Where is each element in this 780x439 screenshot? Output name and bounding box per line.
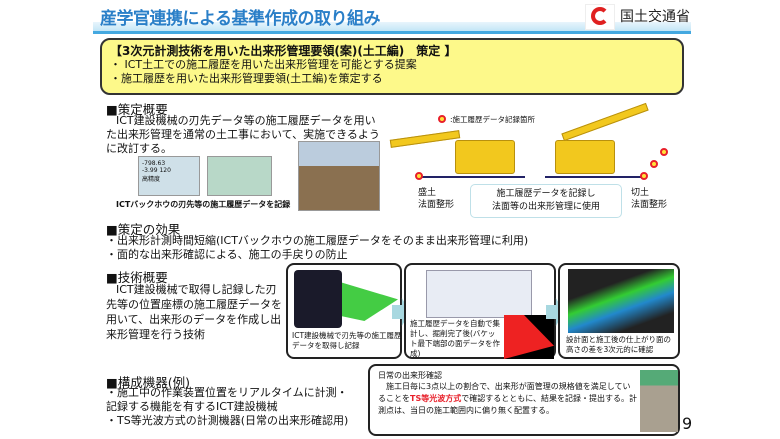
- record-point-icon: [640, 172, 648, 180]
- effects-heading: ■策定の効果: [106, 222, 181, 237]
- title-band: [93, 22, 691, 32]
- daily-check-text: で確認するとともに、結果を記録・提出する。計測点は、当日の施工範囲内に偏り無く配…: [378, 394, 637, 415]
- bucket-screen-photo: [207, 156, 272, 196]
- ministry-name: 国土交通省: [620, 9, 690, 25]
- record-point-icon: [438, 115, 446, 123]
- equipment-heading: ■構成機器(例): [106, 375, 191, 390]
- page-title: 産学官連携による基準作成の取り組み: [100, 9, 381, 29]
- effects-item: ・出来形計測時間短縮(ICTバックホウの施工履歴データをそのまま出来形管理に利用…: [106, 234, 529, 247]
- effects-item: ・面的な出来形確認による、施工の手戻りの防止: [106, 248, 348, 261]
- control-screen-photo: -798.63-3.99 120 高精度: [138, 156, 200, 196]
- daily-check-text: 施工日毎に3点以上の割合で、出来形が面管理の規格値を満足していることを: [378, 382, 631, 403]
- diagram-legend: :施工履歴データ記録箇所: [450, 115, 536, 124]
- excavator-right-illustration: [555, 140, 615, 174]
- daily-check-panel: 日常の出来形確認 施工日毎に3点以上の割合で、出来形が面管理の規格値を満足してい…: [368, 364, 680, 436]
- monitor-photo: [294, 270, 342, 328]
- diagram-note: 施工履歴データを記録し 法面等の出来形管理に使用: [470, 184, 622, 218]
- equipment-item: ・TS等光波方式の計測機器(日常の出来形確認用): [106, 414, 349, 427]
- step-panel-1: ICT建設機械で刃先等の施工履歴データを取得し記録: [286, 263, 402, 359]
- overview-body: ICT建設機械の刃先データ等の施工履歴データを用いた出来形管理を通常の土工事にお…: [106, 114, 380, 155]
- slope-photo: [298, 141, 380, 211]
- 3d-comparison-view: [568, 269, 674, 333]
- summary-item: ・ ICT土工での施工履歴を用いた出来形管理を可能とする提案: [110, 58, 417, 71]
- ground-line: [420, 176, 525, 178]
- equipment-item: ・施工中の作業装置位置をリアルタイムに計測・記録する機能を有するICT建設機械: [106, 386, 348, 413]
- surveyor-photo: [640, 370, 678, 432]
- record-point-icon: [650, 160, 658, 168]
- i-construction-logo: [585, 4, 615, 30]
- screen-value: -798.63: [142, 160, 166, 167]
- excavator-arm: [561, 102, 649, 142]
- step-caption: 施工履歴データを自動で集計し、掘削完了後(バケット最下端部の面データを作成): [410, 319, 500, 358]
- title-underline: [93, 31, 691, 34]
- daily-check-title: 日常の出来形確認: [378, 371, 442, 380]
- step-panel-3: 設計面と施工後の仕上がり面の高さの差を3次元的に確認: [558, 263, 680, 359]
- screen-value: 高精度: [142, 176, 161, 183]
- photo-caption: ICTバックホウの刃先等の施工履歴データを記録: [116, 200, 291, 209]
- overview-heading: ■策定概要: [106, 102, 168, 117]
- excavator-left-illustration: [455, 140, 515, 174]
- step-caption: ICT建設機械で刃先等の施工履歴データを取得し記録: [292, 331, 402, 350]
- step-caption: 設計面と施工後の仕上がり面の高さの差を3次元的に確認: [566, 335, 671, 354]
- summary-item: ・施工履歴を用いた出来形管理要領(土工編)を策定する: [110, 72, 383, 85]
- screen-value: 120: [159, 167, 171, 174]
- technology-body: ICT建設機械で取得し記録した刃先等の位置座標の施工履歴データを用いて、出来形の…: [106, 283, 282, 341]
- ground-line: [545, 176, 645, 178]
- fill-slope-label: 盛土 法面整形: [418, 188, 455, 210]
- summary-box: 【3次元計測技術を用いた出来形管理要領(案)(土工編) 策定 】 ・ ICT土工…: [100, 38, 684, 95]
- screen-value: -3.99: [142, 167, 158, 174]
- software-screenshot: [426, 270, 532, 318]
- record-point-icon: [415, 172, 423, 180]
- record-point-icon: [660, 148, 668, 156]
- daily-check-body: 施工日毎に3点以上の割合で、出来形が面管理の規格値を満足していることをTS等光波…: [378, 381, 638, 417]
- excavator-arm: [389, 130, 461, 148]
- step-panel-2: 施工履歴データを自動で集計し、掘削完了後(バケット最下端部の面データを作成): [404, 263, 556, 359]
- summary-heading: 【3次元計測技術を用いた出来形管理要領(案)(土工編) 策定 】: [110, 44, 457, 58]
- technology-heading: ■技術概要: [106, 270, 168, 285]
- page-number: 9: [682, 414, 693, 433]
- cut-slope-label: 切土 法面整形: [631, 188, 668, 210]
- highlight-text: TS等光波方式: [410, 394, 462, 403]
